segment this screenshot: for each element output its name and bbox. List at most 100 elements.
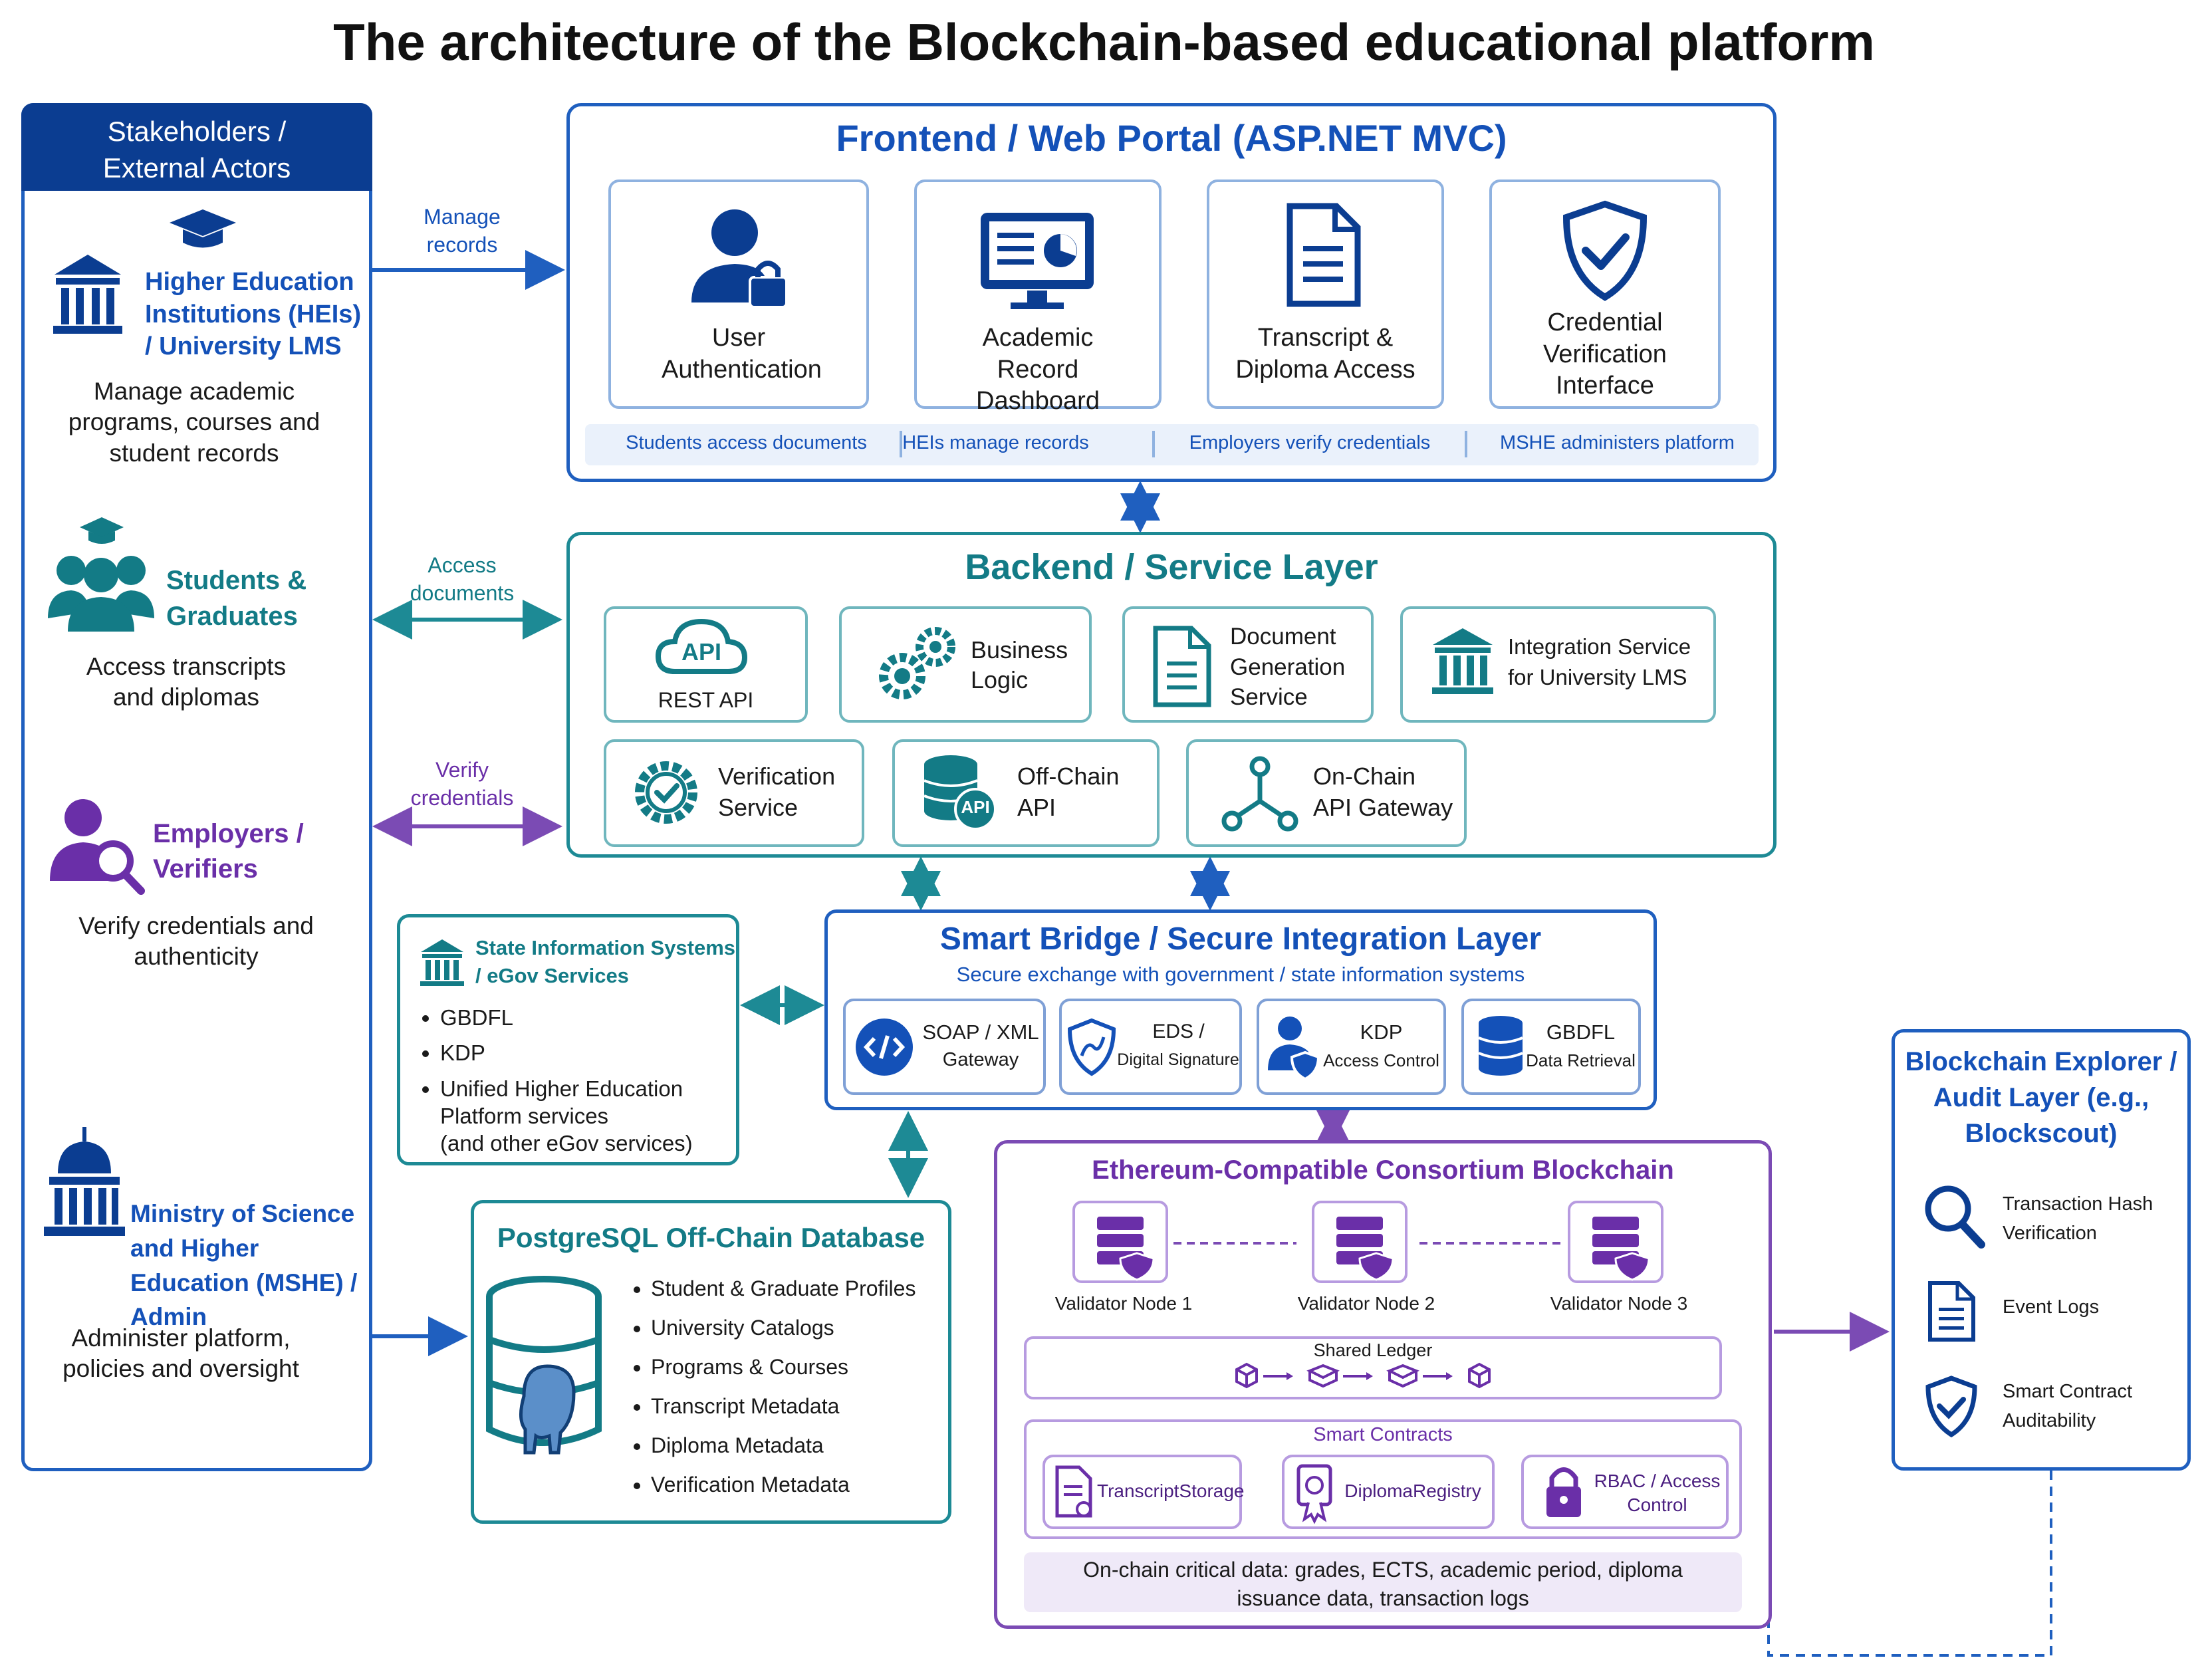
frontend-card-transcript-label: Transcript & Diploma Access — [1235, 324, 1415, 384]
bridge-soap-sub: Gateway — [942, 1049, 1019, 1070]
cloud-api-icon — [655, 618, 748, 674]
state-item-note: (and other eGov services) — [440, 1131, 693, 1155]
on-chain-data-strip — [1024, 1552, 1742, 1612]
frontend-title: Frontend / Web Portal (ASP.NET MVC) — [836, 117, 1507, 159]
explorer-item-tx-hash: Transaction Hash Verification — [2003, 1193, 2153, 1244]
explorer-item-event-logs: Event Logs — [2003, 1296, 2100, 1318]
postgres-title: PostgreSQL Off-Chain Database — [497, 1222, 925, 1253]
contract-doc-icon — [1055, 1465, 1092, 1518]
stakeholders-header: Stakeholders / External Actors — [21, 103, 372, 191]
explorer-item-auditability: Smart Contract Auditability — [2003, 1381, 2132, 1431]
diploma-badge-icon — [1296, 1464, 1332, 1524]
label-verify-credentials: Verify credentials — [410, 758, 514, 810]
validator-node-icon — [1312, 1201, 1408, 1283]
postgres-item: Programs & Courses — [651, 1355, 941, 1380]
document-icon — [1287, 203, 1361, 307]
service-verification-label: Verification Service — [718, 763, 836, 821]
bridge-kdp-title: KDP — [1360, 1020, 1403, 1044]
students-icon — [48, 556, 154, 632]
smart-bridge-subtitle: Secure exchange with government / state … — [956, 963, 1525, 986]
magnifier-icon — [1925, 1185, 1985, 1249]
validator-node-1: Validator Node 1 — [1054, 1293, 1193, 1314]
blockchain-title: Ethereum-Compatible Consortium Blockchai… — [1092, 1155, 1674, 1185]
validator-node-3: Validator Node 3 — [1550, 1293, 1688, 1314]
strip-employers: Employers verify credentials — [1189, 432, 1431, 453]
label-manage-records: Manage records — [424, 205, 501, 257]
ministry-icon — [44, 1127, 125, 1236]
actor-employers-desc: Verify credentials and authenticity — [78, 912, 314, 971]
dashed-audit-link — [1767, 1471, 2052, 1657]
shield-icon — [1925, 1376, 1977, 1438]
bridge-eds-title: EDS / — [1152, 1020, 1205, 1042]
validator-node-2: Validator Node 2 — [1297, 1293, 1435, 1314]
smart-contracts-title: Smart Contracts — [1313, 1424, 1453, 1445]
service-document-generation-label: Document Generation Service — [1230, 624, 1346, 710]
postgres-list: Student & Graduate Profiles University C… — [622, 1276, 941, 1512]
user-shield-icon — [1268, 1017, 1320, 1081]
smart-bridge-title: Smart Bridge / Secure Integration Layer — [939, 921, 1542, 957]
actor-hei-name: Higher Education Institutions (HEIs) / U… — [145, 268, 362, 361]
actor-students-desc: Access transcripts and diplomas — [86, 653, 287, 711]
signature-shield-icon — [1067, 1018, 1116, 1076]
service-off-chain-api-label: Off-Chain API — [1017, 763, 1120, 821]
strip-mshe: MSHE administers platform — [1500, 432, 1735, 453]
ledger-chain-icon — [1235, 1362, 1491, 1389]
state-item: Unified Higher Education Platform servic… — [440, 1075, 730, 1157]
actor-employers-name: Employers / Verifiers — [153, 819, 304, 884]
dashboard-icon — [981, 213, 1094, 309]
validator-node-icon — [1568, 1201, 1663, 1283]
strip-divider — [900, 431, 902, 457]
bank-icon — [1432, 628, 1493, 694]
state-systems-list: GBDFL KDP Unified Higher Education Platf… — [411, 1004, 730, 1157]
strip-heis: HEIs manage records — [902, 432, 1089, 453]
validator-node-icon — [1072, 1201, 1168, 1283]
state-building-icon — [420, 939, 464, 986]
frontend-role-strip — [585, 424, 1759, 465]
frontend-card-dashboard-label: Academic Record Dashboard — [976, 324, 1100, 415]
shared-ledger-box — [1024, 1336, 1722, 1399]
graduation-cap-icon — [170, 209, 236, 248]
strip-divider — [1465, 431, 1467, 457]
service-rest-api-label: REST API — [658, 688, 754, 712]
university-icon — [53, 255, 122, 334]
page-title: The architecture of the Blockchain-based… — [333, 13, 1875, 71]
doc-icon — [1153, 626, 1211, 707]
smart-contracts-box — [1024, 1419, 1742, 1539]
frontend-card-auth-label: User Authentication — [662, 324, 822, 384]
database-api-icon — [923, 755, 997, 830]
state-item: KDP — [440, 1039, 730, 1066]
contract-transcript-label: TranscriptStorage — [1097, 1481, 1245, 1501]
postgres-database-icon — [486, 1276, 602, 1455]
strip-students: Students access documents — [626, 432, 867, 453]
postgres-item: Student & Graduate Profiles — [651, 1276, 941, 1301]
label-access-documents: Access documents — [410, 553, 515, 605]
on-chain-data-text: On-chain critical data: grades, ECTS, ac… — [1083, 1558, 1683, 1611]
verifier-icon — [50, 799, 145, 895]
actor-students-name: Students & Graduates — [166, 566, 307, 631]
explorer-title: Blockchain Explorer / Audit Layer (e.g.,… — [1905, 1047, 2177, 1148]
postgres-item: Verification Metadata — [651, 1473, 941, 1497]
service-business-logic-label: Business Logic — [971, 636, 1068, 693]
service-business-logic[interactable] — [839, 606, 1092, 723]
validator-network — [1072, 1201, 1663, 1283]
bridge-soap-title: SOAP / XML — [922, 1020, 1039, 1044]
postgres-item: Diploma Metadata — [651, 1433, 941, 1458]
state-item: GBDFL — [440, 1004, 730, 1031]
service-lms-integration-label: Integration Service for University LMS — [1508, 634, 1691, 690]
log-icon — [1928, 1281, 1975, 1342]
state-item-text: Unified Higher Education Platform servic… — [440, 1076, 683, 1128]
bridge-gbdfl-sub: Data Retrieval — [1526, 1050, 1636, 1070]
bridge-eds-sub: Digital Signature — [1117, 1050, 1239, 1069]
network-icon — [1221, 756, 1298, 832]
service-lms-integration[interactable] — [1400, 606, 1716, 723]
actor-ministry-desc: Administer platform, policies and oversi… — [62, 1324, 299, 1383]
state-systems-title: State Information Systems / eGov Service… — [475, 936, 736, 987]
gears-icon — [879, 627, 955, 699]
database-api-text: API — [961, 797, 990, 817]
strip-divider — [1152, 431, 1155, 457]
gear-check-icon — [635, 761, 697, 824]
postgres-item: Transcript Metadata — [651, 1394, 941, 1419]
cloud-api-text: API — [681, 638, 721, 665]
bridge-gbdfl-title: GBDFL — [1546, 1020, 1616, 1044]
small-cap-icon — [80, 517, 124, 544]
